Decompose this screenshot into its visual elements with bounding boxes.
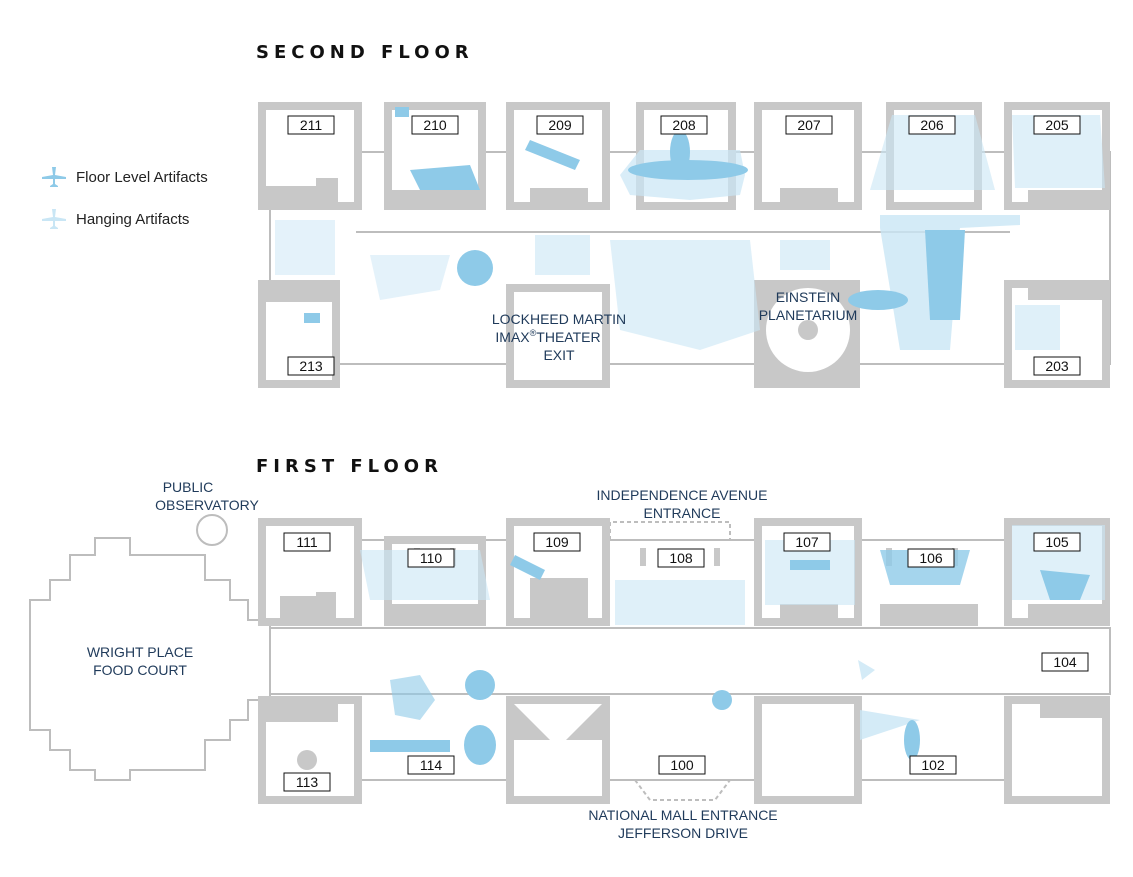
svg-text:111: 111 — [296, 534, 317, 550]
room-label-107: 107 — [783, 532, 831, 552]
svg-text:110: 110 — [420, 550, 443, 566]
national-mall-entrance-label: NATIONAL MALL ENTRANCE JEFFERSON DRIVE — [588, 807, 777, 841]
room-label-206: 206 — [908, 115, 956, 135]
room-label-109: 109 — [533, 532, 581, 552]
svg-text:FOOD COURT: FOOD COURT — [93, 662, 187, 678]
second-floor-title: SECOND FLOOR — [256, 42, 474, 63]
svg-text:PUBLIC: PUBLIC — [163, 479, 214, 495]
einstein-planetarium-label: EINSTEIN PLANETARIUM — [759, 289, 858, 323]
room-label-106: 106 — [907, 548, 955, 568]
svg-text:106: 106 — [919, 550, 943, 566]
hanging-artifact-icon — [42, 209, 66, 229]
svg-text:105: 105 — [1045, 534, 1069, 550]
svg-text:ENTRANCE: ENTRANCE — [643, 505, 720, 521]
first-floor-title: FIRST FLOOR — [256, 456, 443, 477]
room-label-207: 207 — [785, 115, 833, 135]
svg-text:114: 114 — [420, 757, 443, 773]
independence-entrance-door — [609, 521, 731, 540]
svg-text:WRIGHT PLACE: WRIGHT PLACE — [87, 644, 193, 660]
first-floor-hanging-artifacts — [360, 525, 1105, 740]
room-label-210: 210 — [411, 115, 459, 135]
floor-level-artifact-icon — [42, 167, 66, 187]
legend-item-floor-level: Floor Level Artifacts — [40, 156, 208, 198]
svg-text:NATIONAL MALL ENTRANCE: NATIONAL MALL ENTRANCE — [588, 807, 777, 823]
first-floor-room-labels: 111 110 109 108 107 106 105 104 113 114 … — [283, 532, 1089, 792]
planetarium-projector — [798, 320, 818, 340]
svg-text:INDEPENDENCE AVENUE: INDEPENDENCE AVENUE — [597, 487, 768, 503]
svg-text:109: 109 — [545, 534, 569, 550]
room-label-205: 205 — [1033, 115, 1081, 135]
room-label-111: 111 — [283, 532, 331, 552]
room-label-100: 100 — [658, 755, 706, 775]
svg-text:PLANETARIUM: PLANETARIUM — [759, 307, 858, 323]
legend: Floor Level Artifacts Hanging Artifacts — [40, 156, 208, 240]
svg-text:JEFFERSON DRIVE: JEFFERSON DRIVE — [618, 825, 748, 841]
room-imax-exit[interactable] — [506, 284, 610, 388]
svg-text:211: 211 — [300, 117, 323, 133]
svg-text:203: 203 — [1045, 358, 1069, 374]
room-label-208: 208 — [660, 115, 708, 135]
svg-text:102: 102 — [921, 757, 945, 773]
svg-text:OBSERVATORY: OBSERVATORY — [155, 497, 259, 513]
svg-text:107: 107 — [795, 534, 819, 550]
room-label-108: 108 — [657, 548, 705, 568]
svg-text:209: 209 — [548, 117, 572, 133]
svg-text:IMAX®THEATER: IMAX®THEATER — [495, 328, 600, 345]
svg-text:113: 113 — [296, 774, 319, 790]
imax-theater-label: LOCKHEED MARTIN IMAX®THEATER EXIT — [492, 311, 626, 363]
svg-text:210: 210 — [423, 117, 447, 133]
room-label-113: 113 — [283, 772, 331, 792]
room-111[interactable] — [258, 518, 362, 626]
svg-text:206: 206 — [920, 117, 944, 133]
room-label-211: 211 — [287, 115, 335, 135]
legend-label-floor-level: Floor Level Artifacts — [76, 168, 208, 186]
room-label-105: 105 — [1033, 532, 1081, 552]
legend-label-hanging: Hanging Artifacts — [76, 210, 190, 228]
room-label-110: 110 — [407, 548, 455, 568]
first-floor-wall-blocks — [258, 548, 1110, 770]
national-mall-entrance-door — [634, 779, 731, 801]
svg-text:213: 213 — [299, 358, 323, 374]
food-court-outline — [29, 537, 271, 781]
public-observatory-dome[interactable] — [196, 514, 228, 546]
svg-text:EINSTEIN: EINSTEIN — [776, 289, 841, 305]
public-observatory-label: PUBLIC OBSERVATORY — [155, 479, 259, 513]
svg-text:EXIT: EXIT — [543, 347, 575, 363]
svg-text:LOCKHEED MARTIN: LOCKHEED MARTIN — [492, 311, 626, 327]
legend-item-hanging: Hanging Artifacts — [40, 198, 208, 240]
room-label-209: 209 — [536, 115, 584, 135]
room-label-104: 104 — [1041, 652, 1089, 672]
room-label-102: 102 — [909, 755, 957, 775]
room-label-114: 114 — [407, 755, 455, 775]
independence-entrance-label: INDEPENDENCE AVENUE ENTRANCE — [597, 487, 768, 521]
svg-text:108: 108 — [669, 550, 693, 566]
room-102-west[interactable] — [754, 696, 862, 804]
second-floor-floor-artifacts — [304, 107, 965, 323]
svg-text:205: 205 — [1045, 117, 1069, 133]
room-label-213: 213 — [287, 356, 335, 376]
room-label-203: 203 — [1033, 356, 1081, 376]
second-floor-room-labels: 211 210 209 208 207 206 205 213 203 — [287, 115, 1081, 376]
svg-text:100: 100 — [670, 757, 694, 773]
first-floor-plan — [29, 514, 1111, 801]
svg-text:208: 208 — [672, 117, 696, 133]
svg-text:104: 104 — [1053, 654, 1077, 670]
svg-text:207: 207 — [797, 117, 821, 133]
food-court-label: WRIGHT PLACE FOOD COURT — [87, 644, 193, 678]
